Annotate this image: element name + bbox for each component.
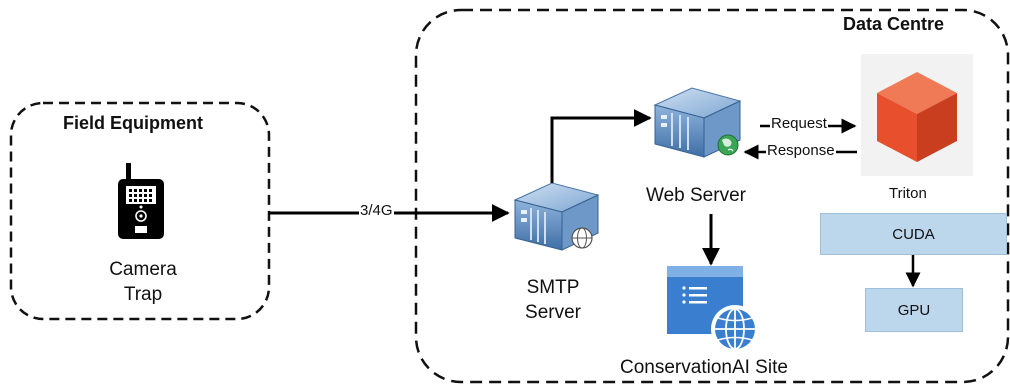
field-equipment-group bbox=[9, 101, 271, 321]
camera-trap-label: Camera Trap bbox=[93, 257, 193, 307]
cuda-box: CUDA bbox=[820, 213, 1007, 255]
response-label: Response bbox=[766, 142, 836, 159]
request-label: Request bbox=[770, 115, 828, 132]
camera-trap-label-line1: Camera bbox=[109, 259, 177, 280]
smtp-server-label: SMTP Server bbox=[503, 275, 603, 325]
triton-label: Triton bbox=[889, 185, 927, 202]
field-equipment-title: Field Equipment bbox=[63, 113, 204, 133]
web-server-icon bbox=[653, 87, 742, 158]
gpu-box: GPU bbox=[865, 288, 963, 332]
edge-3-4g-label: 3/4G bbox=[359, 202, 394, 219]
smtp-server-label-line2: Server bbox=[525, 302, 581, 323]
site-label: ConservationAI Site bbox=[620, 357, 788, 378]
camera-trap-icon bbox=[118, 163, 164, 239]
data-centre-group bbox=[414, 8, 1010, 384]
edge-smtp-to-web bbox=[550, 109, 652, 183]
website-icon bbox=[667, 266, 759, 353]
triton-cube-icon bbox=[861, 54, 973, 176]
data-centre-title: Data Centre bbox=[843, 14, 945, 34]
smtp-server-label-line1: SMTP bbox=[526, 277, 580, 298]
camera-trap-label-line2: Trap bbox=[123, 284, 163, 305]
web-server-label: Web Server bbox=[646, 185, 746, 206]
server-icon bbox=[513, 182, 600, 251]
gpu-label: GPU bbox=[897, 301, 931, 319]
cuda-label: CUDA bbox=[892, 225, 935, 243]
